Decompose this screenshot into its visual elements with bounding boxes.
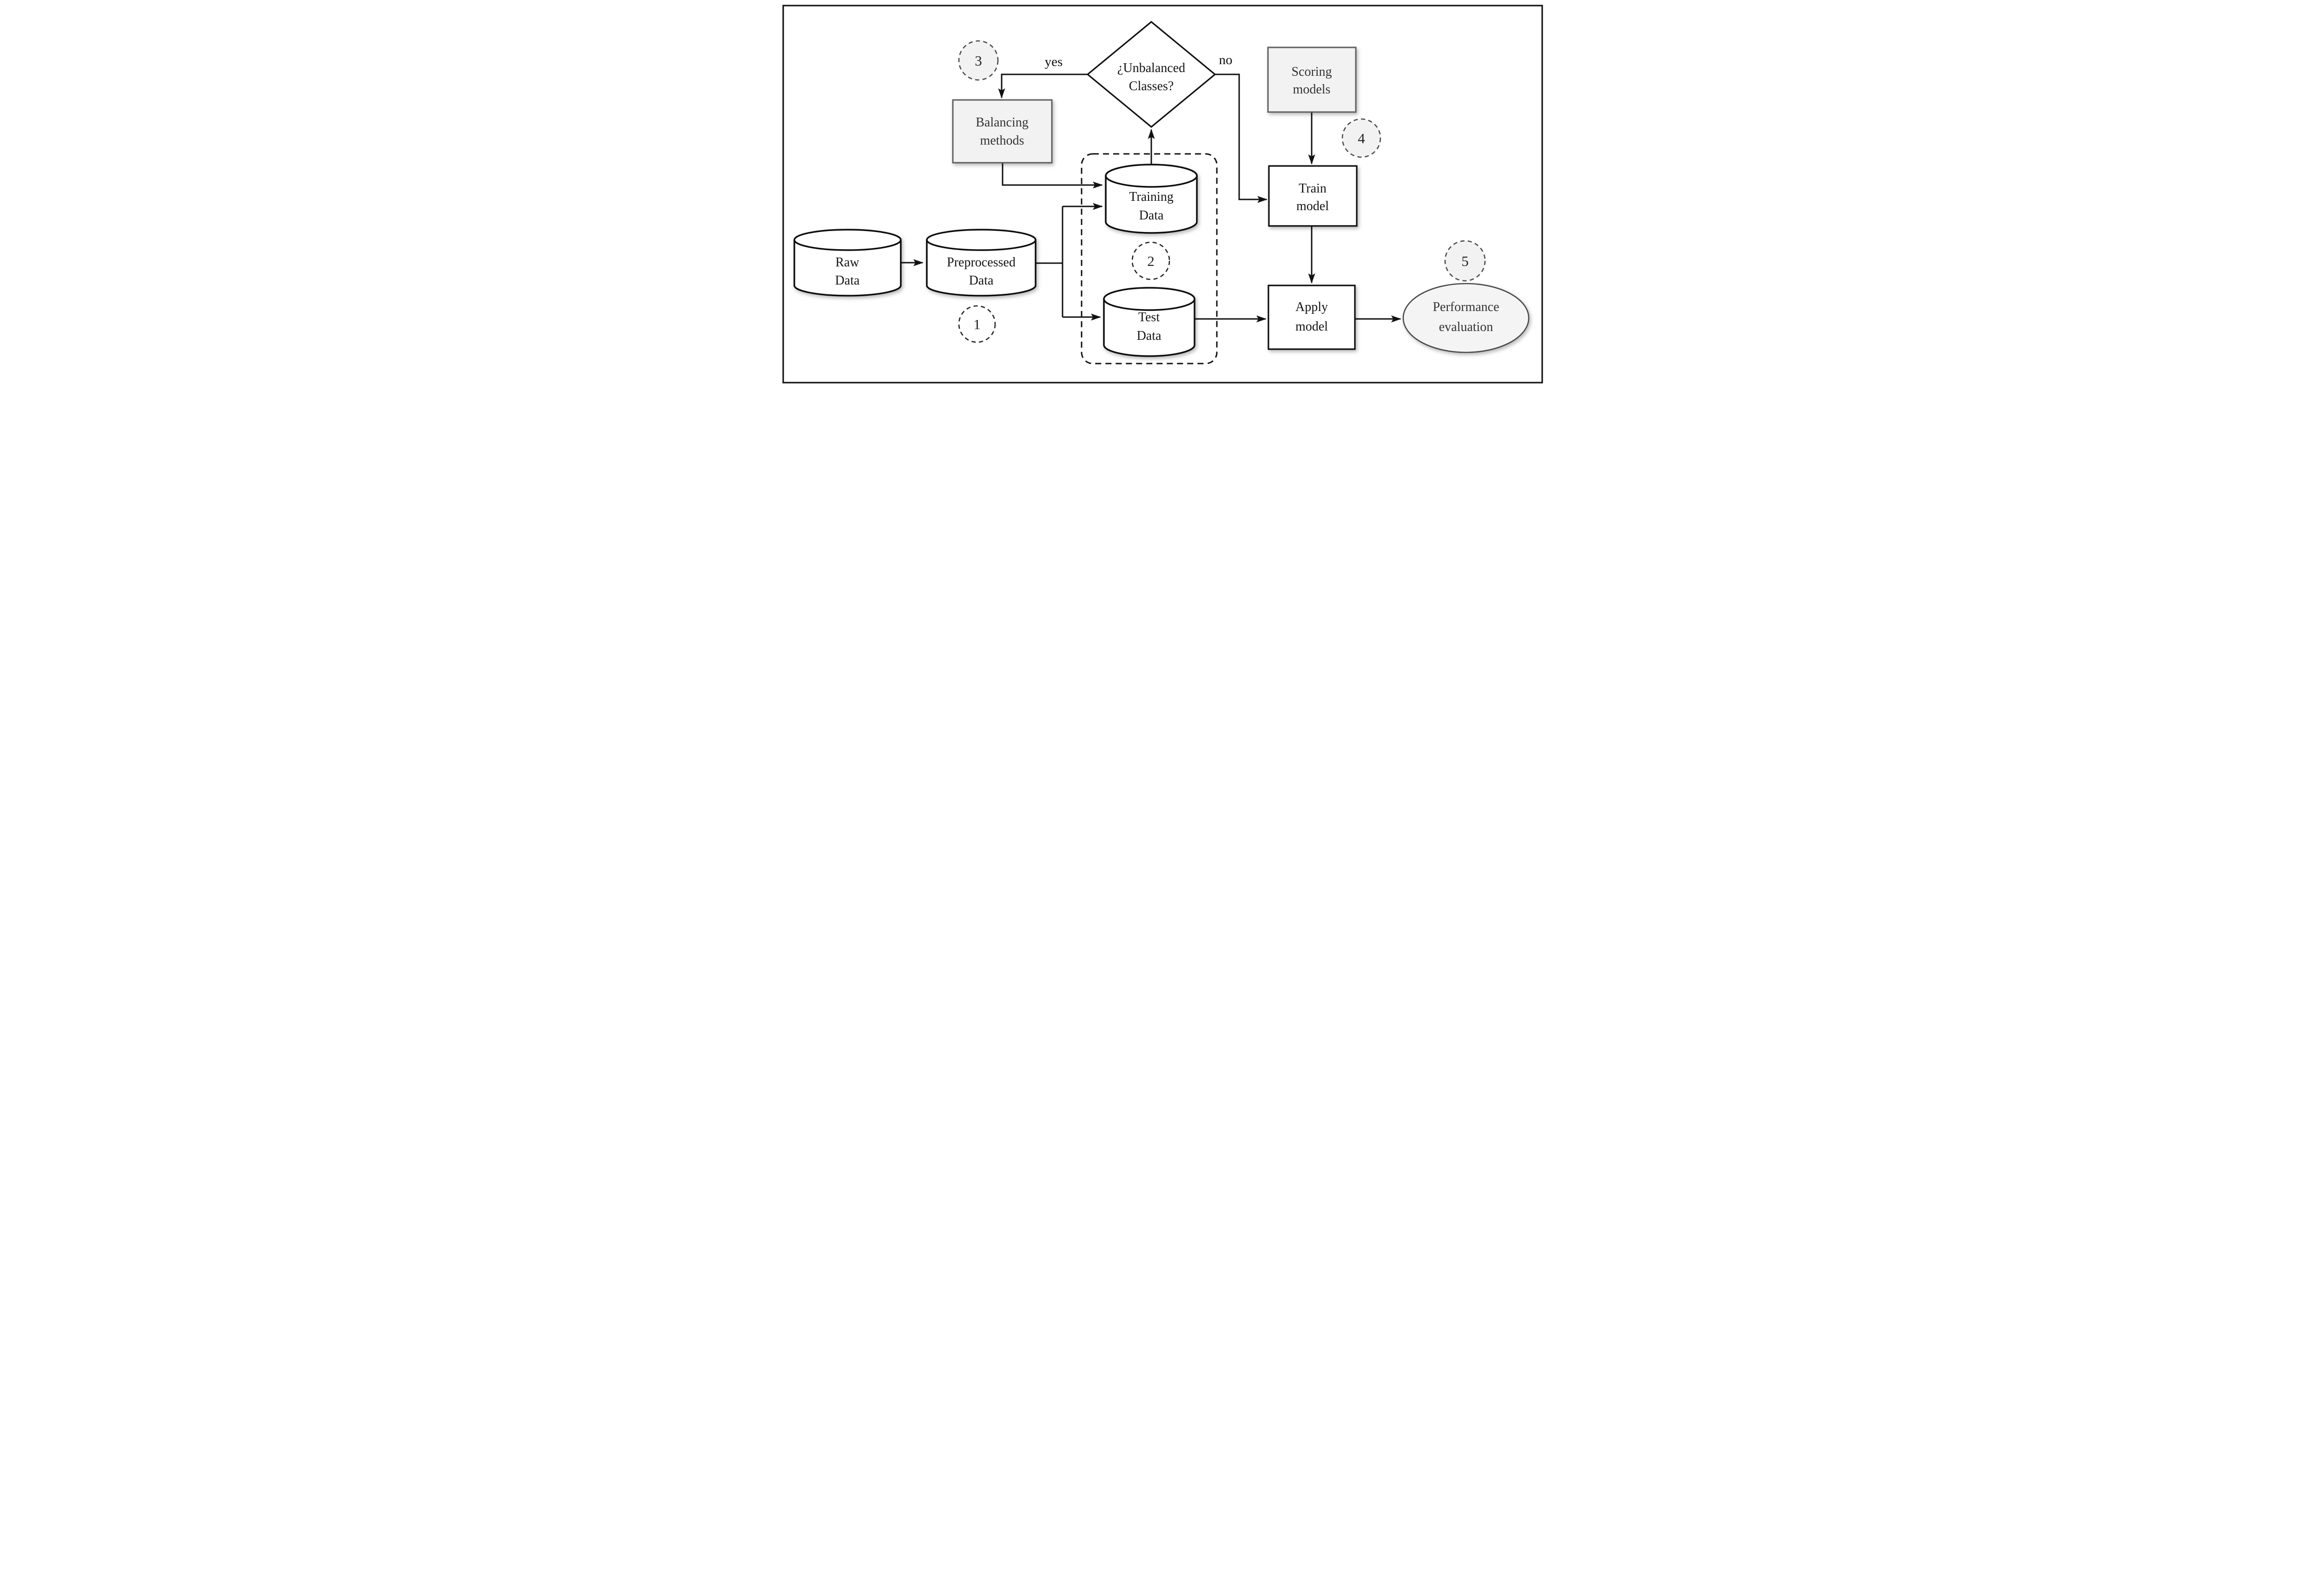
apply-model-box <box>1267 285 1356 350</box>
flowchart-canvas: Raw Data Preprocessed Data Training Data… <box>776 0 1548 392</box>
train-model-box <box>1268 165 1358 227</box>
balancing-label-line1: Balancing <box>976 115 1029 130</box>
figure-border <box>782 5 1543 384</box>
step-marker-2-circle <box>1131 241 1170 280</box>
scoring-models-box <box>1267 46 1356 113</box>
raw-data-label-line1: Raw <box>835 255 859 270</box>
raw-data-cylinder <box>793 229 902 297</box>
flowchart-svg: Raw Data Preprocessed Data Training Data… <box>782 5 1543 384</box>
data-split-dashed-box <box>1081 153 1217 364</box>
test-data-label-line2: Data <box>1136 329 1161 343</box>
edge-balancing-to-training <box>1002 163 1103 189</box>
performance-label-line1: Performance <box>1433 300 1499 314</box>
step-marker-3-circle <box>958 40 998 81</box>
performance-evaluation-ellipse <box>1402 283 1529 353</box>
train-model-label-line1: Train <box>1299 181 1327 196</box>
step-marker-5-label: 5 <box>1461 253 1469 269</box>
step-marker-2-label: 2 <box>1147 253 1155 269</box>
unbalanced-classes-diamond <box>1086 20 1216 128</box>
step-marker-4-circle <box>1341 118 1381 158</box>
decision-label-line2: Classes? <box>1129 79 1173 93</box>
training-data-label-line2: Data <box>1139 208 1163 223</box>
balancing-methods-box <box>952 99 1052 164</box>
yes-label: yes <box>1044 54 1063 69</box>
preprocessed-label-line1: Preprocessed <box>947 255 1016 270</box>
edge-decision-yes-to-balancing <box>998 73 1088 99</box>
no-label: no <box>1219 53 1232 67</box>
raw-data-label-line2: Data <box>835 273 859 288</box>
decision-label-line1: ¿Unbalanced <box>1117 61 1185 75</box>
step-marker-1-label: 1 <box>973 316 981 332</box>
apply-model-label-line1: Apply <box>1295 300 1328 314</box>
step-marker-5-circle <box>1444 240 1486 282</box>
preprocessed-label-line2: Data <box>969 273 993 288</box>
balancing-label-line2: methods <box>980 133 1024 148</box>
train-model-label-line2: model <box>1296 199 1329 213</box>
training-data-label-line1: Training <box>1129 190 1173 204</box>
preprocessed-data-cylinder <box>925 229 1037 297</box>
edge-decision-no-to-train-model <box>1215 73 1268 203</box>
test-data-label-line1: Test <box>1138 310 1159 325</box>
step-marker-4-label: 4 <box>1358 130 1365 146</box>
training-data-cylinder <box>1104 164 1198 234</box>
step-marker-3-label: 3 <box>975 53 982 69</box>
scoring-label-line1: Scoring <box>1291 65 1332 79</box>
step-marker-1-circle <box>958 305 996 343</box>
performance-label-line2: evaluation <box>1439 320 1493 334</box>
apply-model-label-line2: model <box>1295 319 1328 334</box>
test-data-cylinder <box>1103 287 1195 357</box>
scoring-label-line2: models <box>1293 82 1330 97</box>
